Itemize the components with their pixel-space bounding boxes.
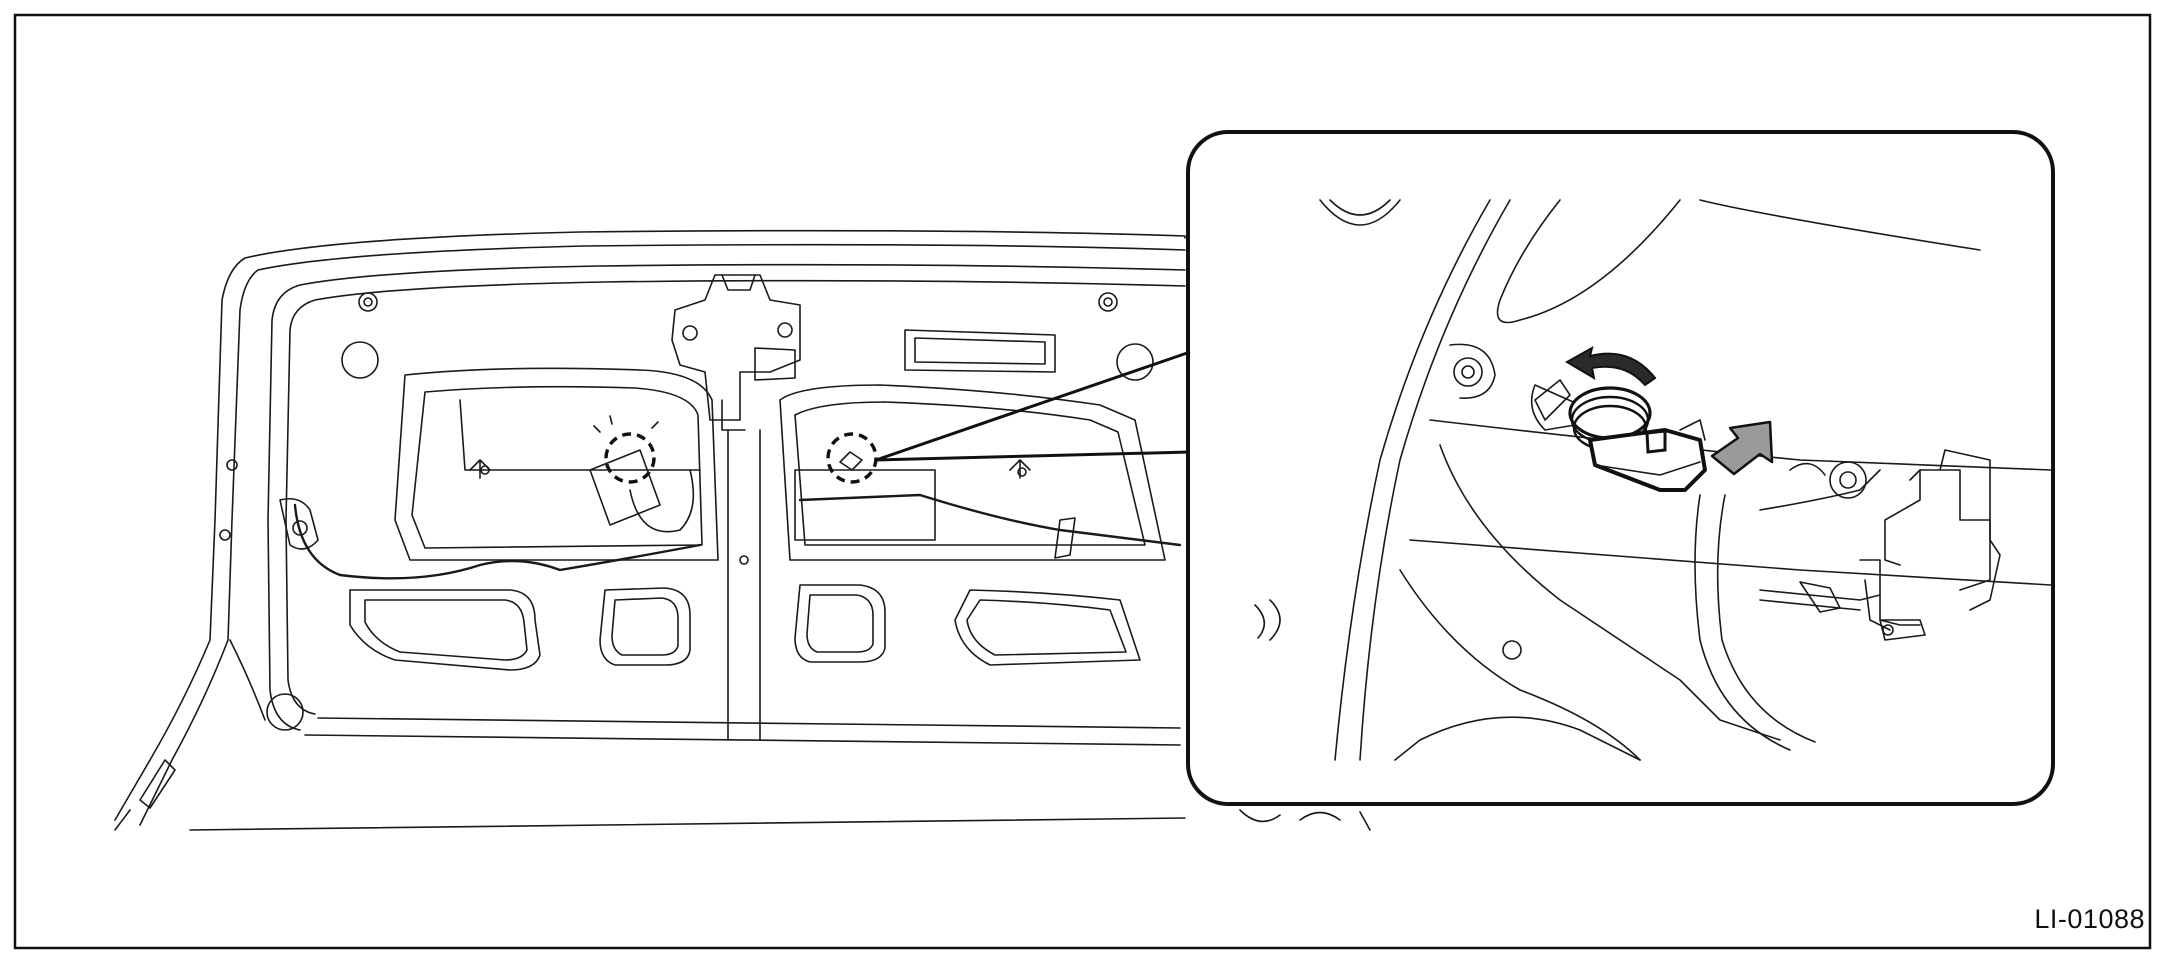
bulb-socket-left-highlight [604,432,656,484]
detail-inset [1186,130,2055,806]
bulb-socket-left-marks [593,415,659,433]
trunk-lid-view [114,229,1371,831]
figure-code-label: LI-01088 [2034,904,2145,934]
bulb-socket-right-highlight [826,432,878,484]
pull-out-arrow [1710,420,1774,476]
rotate-arrow [1564,345,1657,387]
bulb-socket [1530,384,1707,492]
figure-border [13,13,2152,950]
detail-leader-line [875,350,1191,462]
